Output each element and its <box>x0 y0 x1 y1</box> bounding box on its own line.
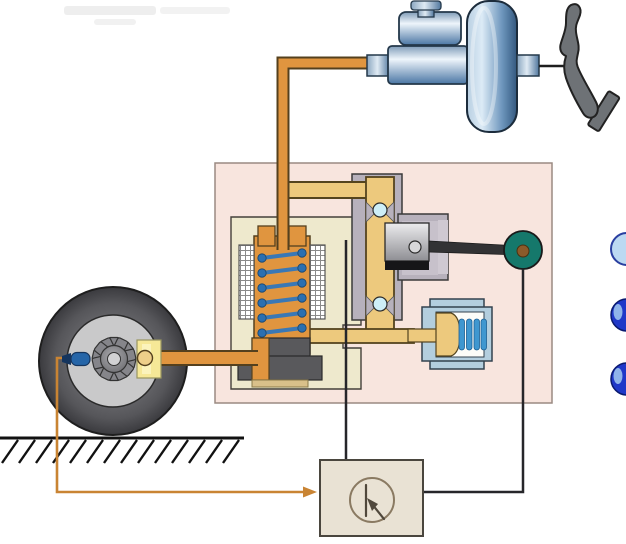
outlet-port <box>366 54 391 77</box>
pedal-arm <box>559 3 599 119</box>
low-pressure-accumulator <box>407 298 493 370</box>
valve-seats <box>365 201 395 317</box>
road-wheel <box>38 286 188 436</box>
brake-pipe <box>276 56 374 250</box>
ecu-symbol-circle <box>349 477 395 523</box>
fluid-channels <box>286 176 415 344</box>
master-cylinder-assembly <box>366 0 569 133</box>
road-surface-hatching <box>0 436 244 464</box>
pushrod-port <box>516 54 540 77</box>
solenoid-coil-windings <box>309 244 326 320</box>
ecu-symbol-arrowhead <box>367 498 378 511</box>
master-cylinder <box>387 45 469 85</box>
solenoid-valve <box>237 225 326 388</box>
piston-pin <box>408 240 422 254</box>
lower-check-ball <box>372 296 388 312</box>
toothed-sensor-ring <box>91 336 137 382</box>
button-highlight <box>613 368 623 384</box>
solenoid-spring <box>260 251 304 335</box>
button-highlight <box>613 304 623 320</box>
electronic-control-unit: K <box>319 459 424 537</box>
upper-check-ball <box>372 202 388 218</box>
edge-buttons <box>610 232 626 396</box>
faint-watermark-artifact <box>64 6 230 25</box>
wheel-brake-cylinder <box>136 339 162 379</box>
accumulator-inlet-stem <box>407 328 439 343</box>
pump-motor-wire <box>424 269 525 494</box>
brake-pedal <box>559 3 621 132</box>
return-pump <box>384 221 543 275</box>
accumulator-spring <box>458 318 487 351</box>
return-pump-piston <box>384 222 430 262</box>
spring-end-dots <box>257 248 307 338</box>
reservoir-cap <box>410 0 442 11</box>
wheel-speed-sensor <box>62 351 91 367</box>
eccentric-shaft <box>516 244 530 258</box>
accumulator-piston <box>435 312 461 357</box>
pipe-fitting <box>136 349 154 367</box>
edge-button-top[interactable] <box>610 232 626 266</box>
signal-arrow <box>303 486 317 498</box>
solenoid-coil-windings <box>238 244 255 320</box>
